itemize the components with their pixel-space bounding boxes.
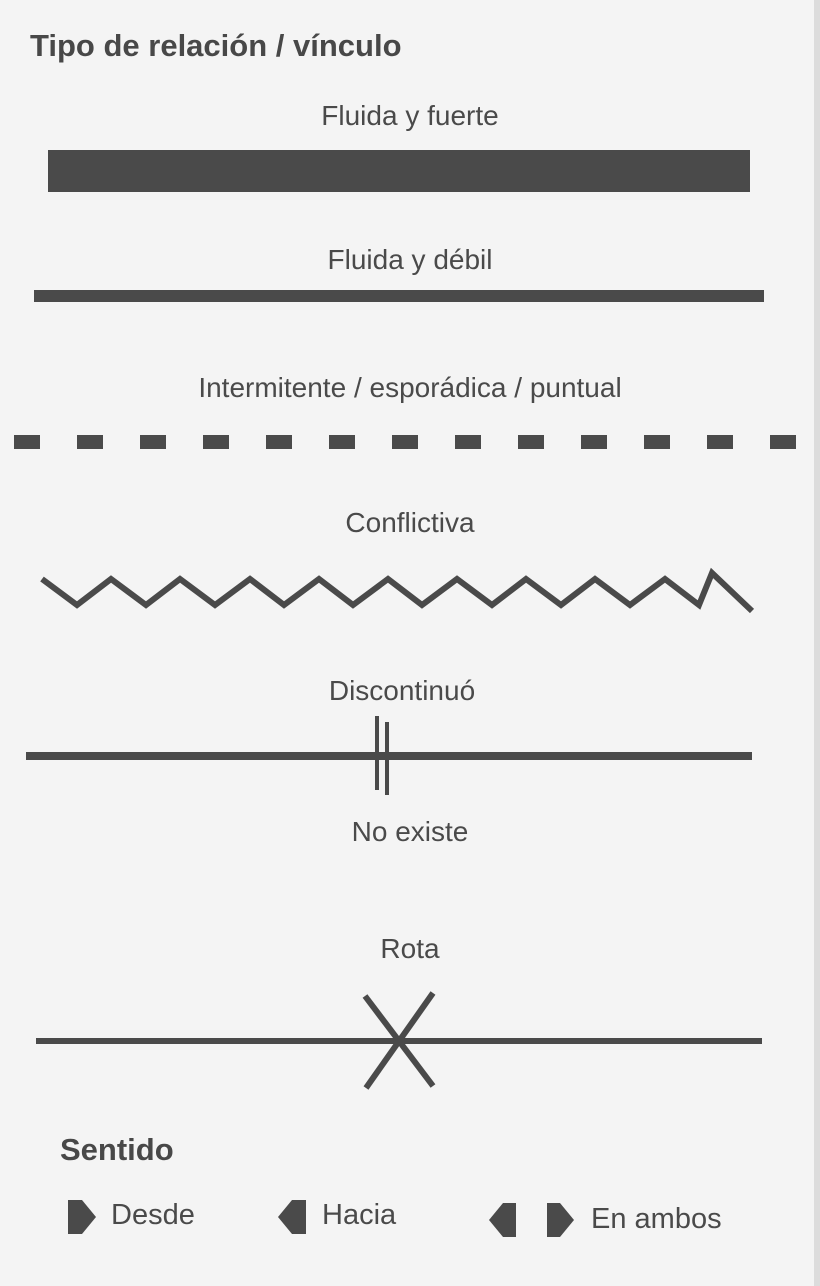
- line-conflict: [40, 567, 755, 614]
- arrow-right-icon: [68, 1200, 96, 1234]
- line-broken: [36, 991, 762, 1090]
- label-broken: Rota: [380, 933, 440, 964]
- direction-both-label: En ambos: [591, 1203, 722, 1235]
- direction-from-label: Desde: [111, 1199, 195, 1231]
- broken-cross-b: [363, 991, 436, 1090]
- label-none: No existe: [351, 816, 469, 847]
- line-strong: [48, 150, 750, 192]
- arrow-left-icon: [489, 1203, 516, 1237]
- label-strong: Fluida y fuerte: [321, 100, 499, 131]
- label-weak: Fluida y débil: [327, 244, 493, 275]
- label-intermittent: Intermitente / esporádica / puntual: [198, 372, 622, 403]
- arrow-left-icon: [278, 1200, 306, 1234]
- page-edge: [814, 0, 820, 1286]
- line-discontinued: [26, 716, 752, 795]
- label-discontinued: Discontinuó: [328, 675, 476, 706]
- direction-to-label: Hacia: [322, 1199, 397, 1231]
- legend-title: Tipo de relación / vínculo: [30, 28, 402, 63]
- label-conflict: Conflictiva: [345, 507, 475, 538]
- direction-title: Sentido: [60, 1132, 174, 1167]
- arrow-right-icon: [547, 1203, 574, 1237]
